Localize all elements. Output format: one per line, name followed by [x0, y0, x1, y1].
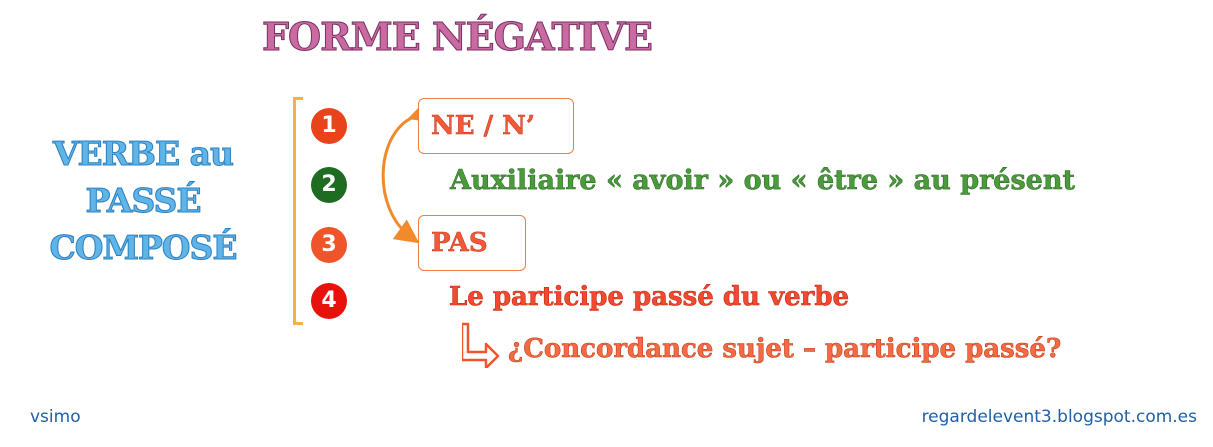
- diagram-title: FORME NÉGATIVE: [262, 14, 654, 60]
- side-label-line-1: VERBE au: [52, 134, 234, 174]
- step-number-2: 2: [311, 167, 347, 203]
- step-2-text: Auxiliaire « avoir » ou « être » au prés…: [450, 165, 1076, 197]
- step-number-1: 1: [311, 108, 347, 144]
- side-label-line-2: PASSÉ: [85, 181, 202, 221]
- side-label: VERBE au PASSÉ COMPOSÉ: [18, 130, 268, 271]
- agreement-note: ¿Concordance sujet – participe passé?: [508, 334, 1062, 365]
- site-link[interactable]: regardelevent3.blogspot.com.es: [921, 407, 1197, 427]
- step-4-text: Le participe passé du verbe: [449, 282, 850, 313]
- step-number-3: 3: [311, 227, 347, 263]
- step-3-box: PAS: [418, 215, 526, 271]
- author-credit: vsimo: [30, 407, 81, 427]
- corner-down-right-arrow-icon: [462, 322, 500, 368]
- step-1-box: NE / N’: [418, 98, 574, 154]
- side-label-line-3: COMPOSÉ: [49, 228, 238, 268]
- step-number-4: 4: [311, 283, 347, 319]
- bracket: [293, 97, 303, 325]
- double-headed-curved-arrow-icon: [381, 108, 430, 244]
